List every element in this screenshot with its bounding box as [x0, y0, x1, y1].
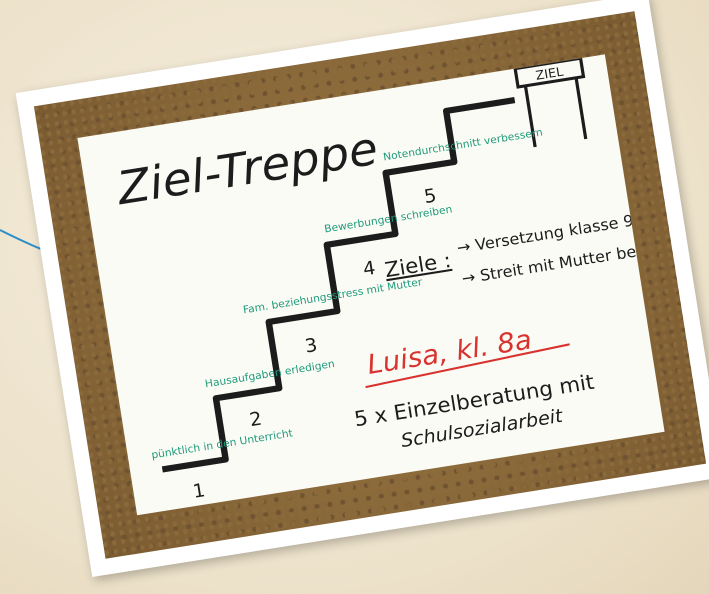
stair-line — [161, 96, 516, 473]
flipchart-sheet: ZIEL Ziel-Treppe 1 2 3 4 5 pünktlich in … — [77, 54, 665, 516]
student-underline — [365, 343, 570, 389]
step-number-4: 4 — [361, 257, 376, 280]
goals-label: Ziele : — [383, 248, 453, 282]
goal-sign-label: ZIEL — [535, 64, 565, 83]
stair-drawing: ZIEL Ziel-Treppe 1 2 3 4 5 pünktlich in … — [112, 56, 665, 503]
polaroid-photo: ZIEL Ziel-Treppe 1 2 3 4 5 pünktlich in … — [15, 0, 709, 578]
step-number-2: 2 — [248, 408, 263, 431]
student-name: Luisa, kl. 8a — [365, 325, 534, 381]
cork-board: ZIEL Ziel-Treppe 1 2 3 4 5 pünktlich in … — [33, 11, 707, 559]
step-number-1: 1 — [191, 479, 206, 502]
step-note-5: Notendurchschnitt verbessern — [382, 127, 543, 164]
step-note-2: Hausaufgaben erledigen — [204, 358, 335, 390]
page-title: Ziel-Treppe — [112, 122, 382, 216]
goal-sign: ZIEL — [513, 56, 588, 148]
step-number-3: 3 — [303, 334, 318, 357]
step-number-5: 5 — [422, 185, 437, 208]
